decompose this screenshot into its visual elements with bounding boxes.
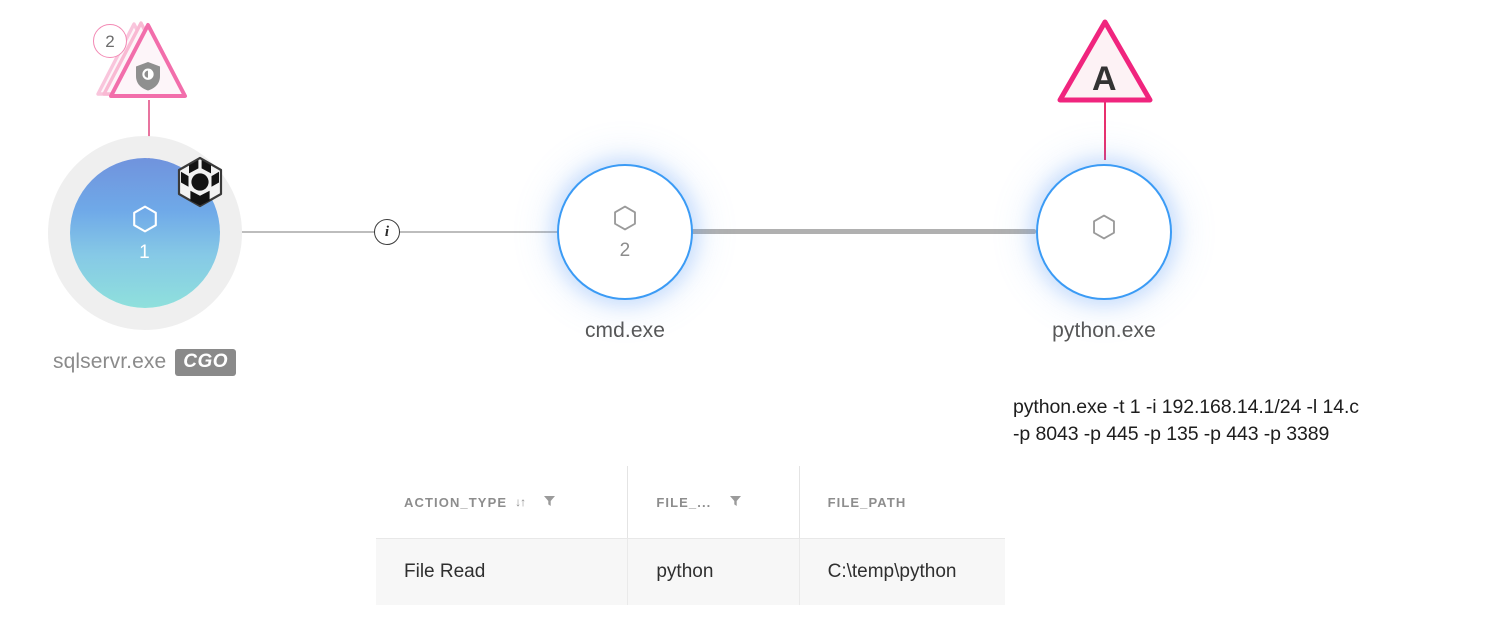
hexagon-icon — [614, 205, 636, 230]
column-header-action-type-label: ACTION_TYPE — [404, 494, 508, 510]
graph-node-python[interactable]: python.exe — [1036, 164, 1172, 343]
table-header-row: ACTION_TYPE ↓↑ FILE_... — [376, 466, 1005, 539]
hexagon-icon — [1093, 214, 1115, 240]
funnel-icon[interactable] — [543, 494, 556, 510]
node-circle-cmd[interactable]: 2 — [557, 164, 693, 300]
command-line-details: python.exe -t 1 -i 192.168.14.1/24 -l 14… — [1013, 394, 1483, 448]
alert-letter: A — [1092, 60, 1117, 98]
graph-node-cmd[interactable]: 2 cmd.exe — [557, 164, 693, 343]
edge-cmd-to-python[interactable] — [680, 229, 1036, 234]
alert-stem-sqlservr — [148, 100, 150, 162]
events-table-header: ACTION_TYPE ↓↑ FILE_... — [376, 466, 1005, 539]
events-table: ACTION_TYPE ↓↑ FILE_... — [376, 466, 1005, 605]
node-circle-sqlservr[interactable]: 1 — [69, 156, 222, 308]
events-table-body: File Read python C:\temp\python — [376, 538, 1005, 605]
command-line-row-2: -p 8043 -p 445 -p 135 -p 443 -p 3389 — [1013, 423, 1330, 445]
funnel-icon[interactable] — [729, 494, 742, 510]
shield-icon — [136, 62, 160, 91]
node-label-row-cmd: cmd.exe — [585, 319, 665, 343]
node-count-sqlservr: 1 — [139, 241, 150, 263]
column-header-file-name-label: FILE_... — [656, 494, 712, 510]
sort-indicator-icon[interactable]: ↓↑ — [515, 495, 526, 509]
cube-icon[interactable] — [174, 156, 226, 208]
alert-stem-python — [1104, 100, 1106, 160]
node-badge-cgo: CGO — [175, 349, 237, 376]
hexagon-icon — [132, 205, 157, 232]
node-label-row-python: python.exe — [1052, 319, 1156, 343]
info-icon[interactable]: i — [374, 219, 400, 245]
alert-count-badge[interactable]: 2 — [93, 24, 127, 58]
node-label-row-sqlservr: sqlservr.exe CGO — [53, 349, 237, 376]
alert-badge-sqlservr[interactable]: 2 — [86, 16, 210, 108]
cell-file-path: C:\temp\python — [799, 538, 1005, 605]
process-graph-canvas: i 2 A 1 — [53, 16, 1172, 376]
node-circle-python[interactable] — [1036, 164, 1172, 300]
command-line-row-1: python.exe -t 1 -i 192.168.14.1/24 -l 14… — [1013, 396, 1359, 418]
column-header-file-path-label: FILE_PATH — [827, 494, 907, 510]
node-count-cmd: 2 — [619, 239, 631, 261]
column-header-file-path-inner: FILE_PATH — [828, 495, 907, 510]
column-header-file-path[interactable]: FILE_PATH — [799, 466, 1005, 539]
alert-triangle-icon — [1057, 19, 1153, 103]
column-header-file-name-inner: FILE_... — [656, 494, 742, 510]
node-label-sqlservr: sqlservr.exe — [53, 350, 167, 374]
node-label-python: python.exe — [1052, 319, 1156, 342]
alert-badge-python[interactable]: A — [1052, 16, 1158, 108]
column-header-action-type[interactable]: ACTION_TYPE ↓↑ — [376, 466, 629, 539]
info-icon-label: i — [384, 223, 390, 240]
cell-action-type: File Read — [376, 538, 629, 605]
node-label-cmd: cmd.exe — [584, 319, 666, 342]
alert-count-value: 2 — [105, 31, 115, 51]
column-header-file-name[interactable]: FILE_... — [627, 466, 800, 539]
graph-node-sqlservr[interactable]: 1 sqlservr.exe CGO — [53, 156, 237, 376]
table-row[interactable]: File Read python C:\temp\python — [376, 538, 1005, 605]
cell-file-name: python — [627, 538, 800, 605]
column-header-action-type-inner: ACTION_TYPE ↓↑ — [404, 494, 556, 510]
